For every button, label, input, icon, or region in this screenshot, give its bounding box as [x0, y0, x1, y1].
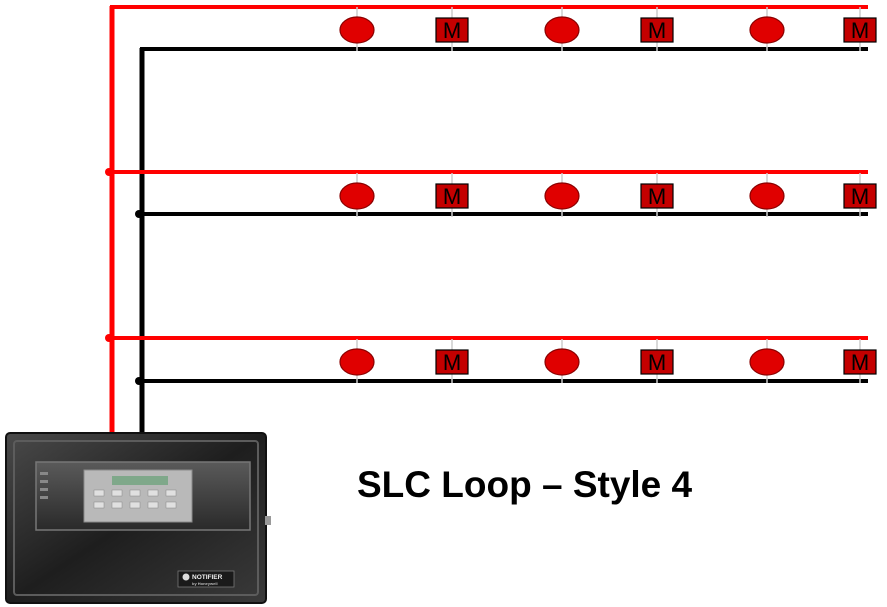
smoke-detector-icon	[544, 7, 580, 51]
monitor-module-body	[435, 17, 469, 43]
monitor-module-label: M	[851, 184, 869, 209]
monitor-module-label: M	[648, 18, 666, 43]
branch-3-red-junction-dot	[105, 334, 113, 342]
monitor-module-icon: M	[843, 173, 877, 217]
branch-2-black-junction-dot	[135, 210, 143, 218]
smoke-detector-body	[339, 16, 375, 44]
monitor-module-body	[640, 183, 674, 209]
monitor-module-icon: M	[640, 339, 674, 383]
smoke-detector-body	[339, 348, 375, 376]
panel-status-leds	[40, 472, 48, 499]
monitor-module-icon: M	[843, 339, 877, 383]
monitor-module-icon: M	[435, 7, 469, 51]
monitor-module-icon: M	[435, 339, 469, 383]
fire-alarm-control-panel-icon: NOTIFIER by Honeywell	[5, 432, 271, 604]
branch-3-black-junction-dot	[135, 377, 143, 385]
panel-brand: NOTIFIER	[192, 574, 223, 581]
smoke-detector-body	[749, 348, 785, 376]
branch-2-red-junction-dot	[105, 168, 113, 176]
monitor-module-body	[843, 17, 877, 43]
monitor-module-body	[640, 349, 674, 375]
smoke-detector-body	[544, 16, 580, 44]
monitor-module-label: M	[851, 350, 869, 375]
smoke-detector-icon	[749, 339, 785, 383]
monitor-module-icon: M	[843, 7, 877, 51]
monitor-module-body	[843, 183, 877, 209]
monitor-module-icon: M	[435, 173, 469, 217]
panel-brand-sub: by Honeywell	[192, 581, 218, 586]
smoke-detector-body	[749, 16, 785, 44]
monitor-module-body	[843, 349, 877, 375]
monitor-module-label: M	[443, 350, 461, 375]
monitor-module-label: M	[443, 18, 461, 43]
smoke-detector-icon	[749, 173, 785, 217]
smoke-detector-icon	[749, 7, 785, 51]
monitor-module-icon: M	[640, 7, 674, 51]
monitor-module-label: M	[648, 184, 666, 209]
monitor-module-label: M	[648, 350, 666, 375]
panel-lcd-display	[112, 476, 168, 485]
panel-lock	[265, 516, 271, 525]
panel-door-frame	[13, 440, 259, 596]
monitor-module-label: M	[443, 184, 461, 209]
smoke-detector-body	[544, 182, 580, 210]
monitor-module-body	[640, 17, 674, 43]
branch-1	[110, 5, 868, 51]
smoke-detector-body	[339, 182, 375, 210]
devices-layer: M M M M M M M M M	[339, 7, 877, 383]
smoke-detector-icon	[339, 339, 375, 383]
monitor-module-body	[435, 349, 469, 375]
monitor-module-label: M	[851, 18, 869, 43]
smoke-detector-icon	[544, 173, 580, 217]
smoke-detector-body	[749, 182, 785, 210]
branch-3	[105, 334, 868, 385]
smoke-detector-body	[544, 348, 580, 376]
notifier-logo-icon	[182, 573, 190, 581]
smoke-detector-icon	[544, 339, 580, 383]
smoke-detector-icon	[339, 7, 375, 51]
smoke-detector-icon	[339, 173, 375, 217]
panel-keys	[93, 489, 177, 509]
panel-logo-badge	[177, 570, 235, 588]
branch-2	[105, 168, 868, 218]
monitor-module-body	[435, 183, 469, 209]
monitor-module-icon: M	[640, 173, 674, 217]
diagram-title: SLC Loop – Style 4	[357, 464, 693, 505]
